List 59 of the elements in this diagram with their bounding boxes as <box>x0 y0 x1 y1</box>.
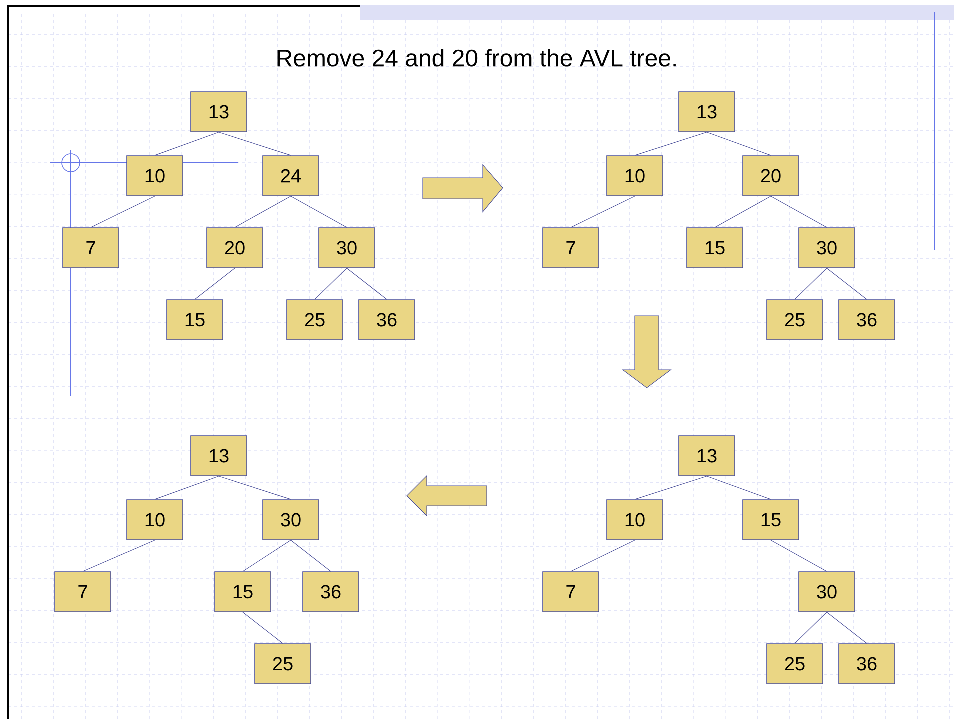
tree-node: 7 <box>542 228 600 268</box>
tree-node: 20 <box>206 228 264 268</box>
tree-edge <box>634 132 708 156</box>
tree-node: 10 <box>126 156 184 196</box>
tree-edge <box>770 540 828 572</box>
tree-node: 30 <box>798 228 856 268</box>
tree-edge <box>826 612 868 644</box>
tree-edge <box>154 476 220 500</box>
tree-node: 15 <box>686 228 744 268</box>
tree-node: 13 <box>678 92 736 132</box>
tree-node: 13 <box>190 436 248 476</box>
tree-edge <box>634 476 708 500</box>
tree-edge <box>826 268 868 300</box>
tree-node: 7 <box>62 228 120 268</box>
tree-edge <box>770 196 828 228</box>
tree-node: 24 <box>262 156 320 196</box>
tree-node: 15 <box>742 500 800 540</box>
tree-edge <box>794 612 828 644</box>
tree-edge <box>314 268 348 300</box>
tree-node: 10 <box>126 500 184 540</box>
tree-node: 25 <box>766 300 824 340</box>
tree-node: 36 <box>838 644 896 684</box>
tree-node: 30 <box>262 500 320 540</box>
tree-edge <box>82 540 156 572</box>
tree-edge <box>706 132 772 156</box>
title: Remove 24 and 20 from the AVL tree. <box>278 49 676 67</box>
tree-node: 7 <box>542 572 600 612</box>
tree-node: 25 <box>286 300 344 340</box>
tree-node: 10 <box>606 500 664 540</box>
tree-node: 30 <box>318 228 376 268</box>
tree-node: 10 <box>606 156 664 196</box>
tree-edge <box>570 540 636 572</box>
tree-node: 15 <box>214 572 272 612</box>
tree-edge <box>90 196 156 228</box>
tree-edge <box>242 540 292 572</box>
tree-node: 13 <box>678 436 736 476</box>
tree-node: 15 <box>166 300 224 340</box>
tree-node: 25 <box>766 644 824 684</box>
tree-node: 20 <box>742 156 800 196</box>
tree-edge <box>154 132 220 156</box>
tree-edge <box>234 196 292 228</box>
tree-edge <box>570 196 636 228</box>
tree-node: 36 <box>302 572 360 612</box>
tree-node: 13 <box>190 92 248 132</box>
tree-node: 36 <box>358 300 416 340</box>
tree-node: 30 <box>798 572 856 612</box>
tree-edge <box>218 132 292 156</box>
tree-edge <box>242 612 284 644</box>
tree-node: 36 <box>838 300 896 340</box>
tree-edge <box>794 268 828 300</box>
tree-edge <box>346 268 388 300</box>
tree-edge <box>218 476 292 500</box>
tree-edge <box>290 196 348 228</box>
tree-node: 25 <box>254 644 312 684</box>
tree-node: 7 <box>54 572 112 612</box>
tree-edge <box>290 540 332 572</box>
tree-edge <box>706 476 772 500</box>
tree-edge <box>194 268 236 300</box>
tree-edge <box>714 196 772 228</box>
